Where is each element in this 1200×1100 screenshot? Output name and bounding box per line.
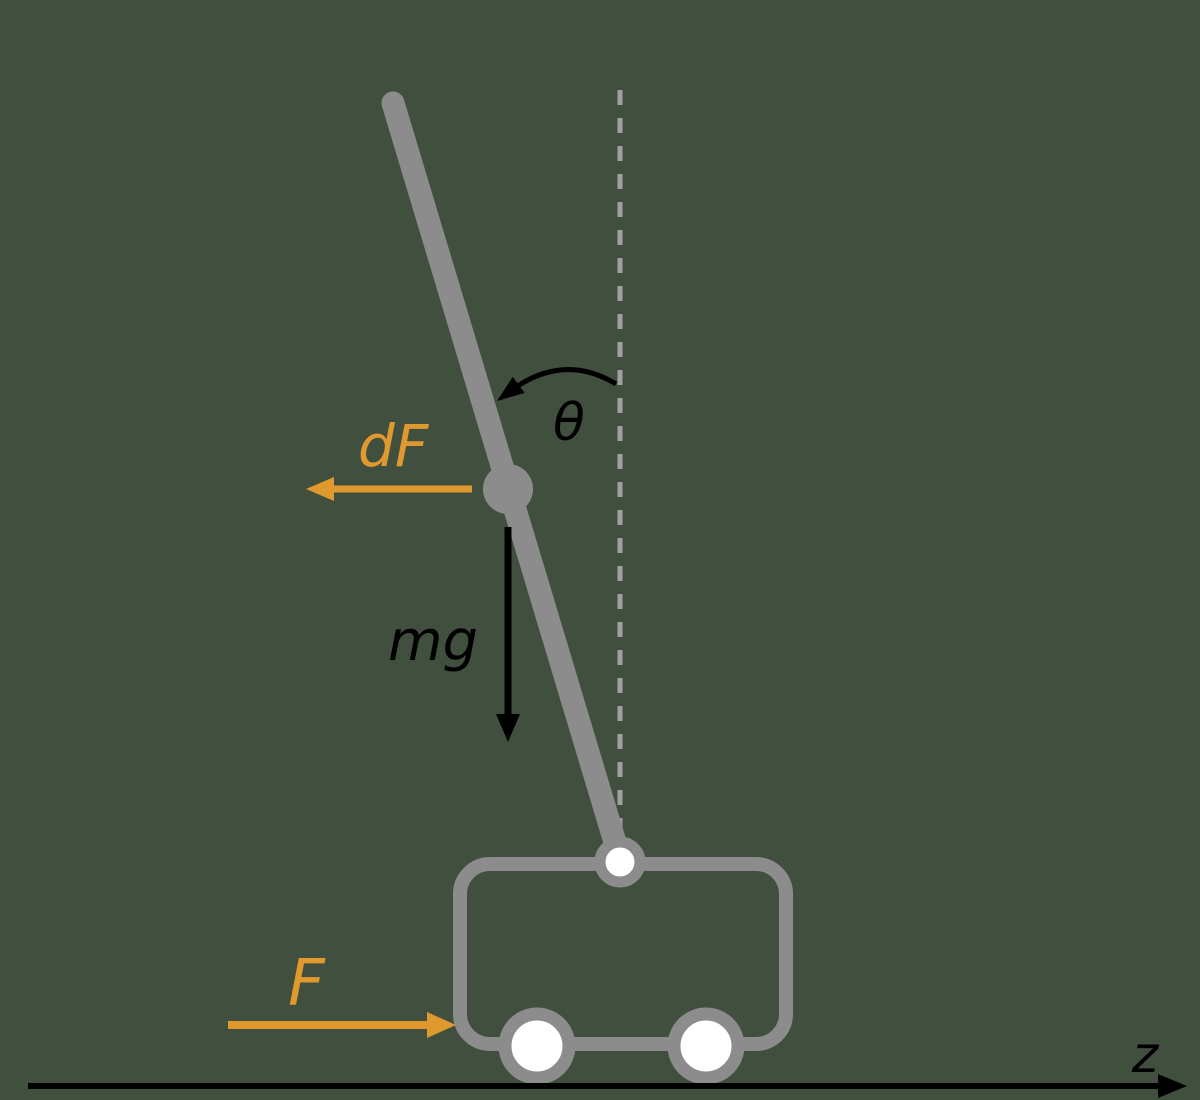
gravity-arrowhead-icon: [496, 714, 520, 742]
z-axis-label: z: [1131, 1026, 1160, 1084]
rod-center-mass-point: [483, 464, 533, 514]
axis-arrowhead-icon: [1158, 1074, 1187, 1098]
theta-label: θ: [553, 393, 585, 453]
disturbance-force-arrow: [306, 477, 472, 501]
disturbance-force-arrowhead-icon: [306, 477, 334, 501]
left-wheel: [498, 1007, 576, 1085]
disturbance-force-label: dF: [358, 412, 430, 480]
ground-axis: [28, 1074, 1187, 1098]
right-wheel: [667, 1007, 745, 1085]
applied-force-arrowhead-icon: [427, 1012, 456, 1038]
applied-force-label: F: [288, 947, 326, 1021]
gravity-label: mg: [388, 609, 478, 674]
pivot-joint: [594, 836, 646, 888]
cart-body: [453, 857, 793, 1051]
applied-force-arrow: [228, 1012, 456, 1038]
cart: [453, 836, 793, 1085]
angle-arrowhead-icon: [497, 376, 525, 401]
gravity-arrow: [496, 527, 520, 742]
angle-arc-arrow: [497, 367, 618, 401]
